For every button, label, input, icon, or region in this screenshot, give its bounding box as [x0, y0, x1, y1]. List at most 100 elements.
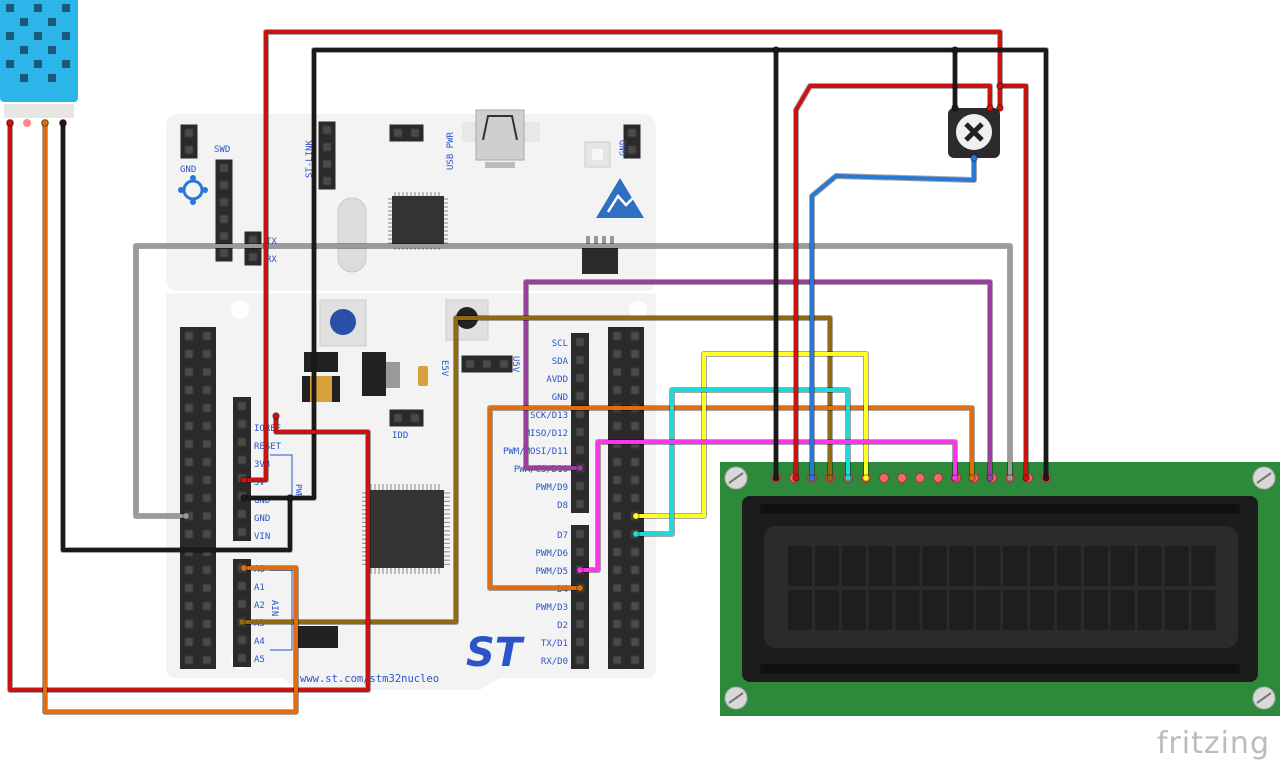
pin-label: A2 [254, 601, 265, 611]
pin-label: A1 [254, 583, 265, 593]
analog-header [233, 559, 251, 667]
jumper-header [389, 124, 424, 142]
label-idd: IDD [392, 431, 408, 441]
mount-hole [231, 301, 249, 319]
lcd-module[interactable] [720, 462, 1280, 716]
lcd-cell [788, 546, 812, 586]
morpho-right-header [608, 327, 644, 669]
lcd-pin [933, 473, 943, 483]
lcd-cell [895, 546, 920, 586]
label-ain: AIN [269, 600, 279, 616]
dht-sensor[interactable] [0, 0, 78, 127]
wire-purple-d10 [523, 279, 994, 482]
label-stlink: ST-LINK [305, 139, 315, 178]
lcd-cell [868, 546, 893, 586]
lcd-cell [1164, 546, 1189, 586]
stlink-header [318, 121, 336, 190]
user-button[interactable] [330, 309, 356, 335]
wire-red-vdd [792, 83, 994, 482]
uart-header [244, 231, 262, 266]
lcd-cell [1030, 590, 1055, 630]
digital-pin-labels: SCL SDA AVDD GND SCK/D13MISO/D12PWM/MOSI/D11… [503, 339, 569, 667]
potentiometer[interactable] [948, 108, 1000, 158]
wire-grey-gnd [133, 243, 1014, 520]
pin-label: MISO/D12 [525, 429, 568, 439]
pin-label: D7 [557, 531, 568, 541]
pin-label: PWM/MOSI/D11 [503, 447, 568, 457]
lcd-cell [841, 590, 866, 630]
lcd-cell [1110, 546, 1135, 586]
e5v-u5v-header [461, 355, 513, 373]
smd-resistor [418, 366, 428, 386]
gnd-header [180, 124, 198, 159]
dht-pin-housing [4, 104, 74, 118]
lcd-cell [976, 590, 1001, 630]
pin-label: SDA [552, 357, 569, 367]
lcd-cell [841, 546, 866, 586]
soic-chip [582, 244, 618, 274]
lcd-cell [1083, 590, 1108, 630]
soic-pins [586, 236, 614, 244]
lcd-cell [1030, 546, 1055, 586]
pin-label: GND [254, 496, 270, 506]
nucleo-board[interactable]: ST www.st.com/stm32nucleo GND SWD TX RX … [166, 109, 656, 690]
pin-label: PWM/D5 [535, 567, 568, 577]
pin-label: VIN [254, 532, 270, 542]
lcd-cell [1057, 590, 1081, 630]
wire-black-vss [772, 46, 780, 482]
fritzing-watermark: fritzing [1156, 726, 1270, 761]
st-logo: ST [466, 630, 525, 676]
wire-black-pot-gnd [951, 46, 959, 112]
pin-label: A5 [254, 655, 265, 665]
pin-label: SCL [552, 339, 568, 349]
pin-label: SCK/D13 [530, 411, 568, 421]
digital-header-top [571, 333, 589, 513]
label-e5v: E5V [439, 360, 449, 377]
wire-red-5v [240, 29, 1004, 484]
digital-header-bottom [571, 525, 589, 669]
wire-blue-contrast [808, 154, 978, 482]
pwr-bracket [270, 454, 293, 500]
lcd-cell [1003, 546, 1028, 586]
diode [304, 352, 338, 372]
lcd-cell [1083, 546, 1108, 586]
usb-connector[interactable] [462, 109, 540, 168]
pin-label: RX/D0 [541, 657, 568, 667]
lcd-cell [814, 546, 839, 586]
morpho-left-header [180, 327, 216, 669]
label-gnd: GND [180, 165, 196, 175]
led-lens [592, 149, 603, 160]
wire-cyan-d6 [632, 387, 852, 538]
pin-label: PWM/D3 [535, 603, 568, 613]
wire-yellow-d7 [632, 351, 870, 520]
lcd-cell [922, 590, 947, 630]
lcd-pin [897, 473, 907, 483]
lcd-cell [1110, 590, 1135, 630]
lcd-cell [1003, 590, 1028, 630]
lcd-screws [724, 466, 1276, 710]
label-tx: TX [266, 237, 277, 247]
lcd-cell [949, 590, 974, 630]
pin-label: AVDD [546, 375, 568, 385]
wire-red-sensor-vcc [6, 119, 371, 693]
pin-label: GND [552, 393, 568, 403]
label-usb-pwr: USB PWR [446, 131, 456, 170]
dht-pins [6, 119, 67, 127]
lcd-cell [1137, 546, 1162, 586]
lcd-cell [1137, 590, 1162, 630]
main-mcu-chip [368, 490, 444, 568]
lcd-cell [1191, 590, 1216, 630]
gnd-right-header [623, 124, 641, 159]
lcd-cell [895, 590, 920, 630]
pin-label: 5V [254, 478, 265, 488]
wire-orange-sensor-data [41, 119, 299, 715]
pin-label: D2 [557, 621, 568, 631]
dht-sensor-body [0, 0, 78, 102]
lcd-cell [1057, 546, 1081, 586]
label-gnd-right: GND [619, 140, 629, 156]
lcd-pin [915, 473, 925, 483]
label-pwr: PWR [294, 484, 303, 499]
wire-red-backlight [996, 82, 1030, 482]
